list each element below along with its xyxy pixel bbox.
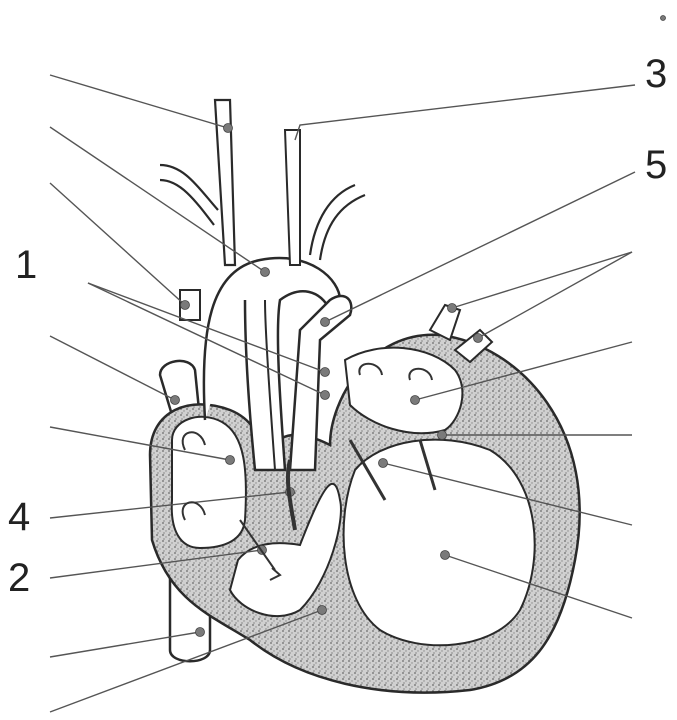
pointer-dot — [448, 304, 457, 313]
pointer-dot — [171, 396, 180, 405]
label-2: 2 — [8, 558, 30, 598]
label-3: 3 — [645, 54, 667, 94]
label-1: 1 — [15, 245, 37, 285]
pointer-dot — [261, 268, 270, 277]
pointer-dot — [318, 606, 327, 615]
pointer-dot — [474, 334, 483, 343]
leader-line — [50, 75, 228, 128]
pointer-dot — [196, 628, 205, 637]
leader-line — [50, 183, 185, 305]
pointer-dot — [226, 456, 235, 465]
pointer-dot — [438, 431, 447, 440]
pointer-dot — [181, 301, 190, 310]
leader-line — [295, 85, 635, 140]
pointer-dot — [379, 459, 388, 468]
pointer-dot — [441, 551, 450, 560]
pointer-dot — [321, 368, 330, 377]
leader-line — [452, 252, 632, 308]
pointer-dot — [321, 391, 330, 400]
leader-line — [50, 336, 175, 400]
pointer-dot — [411, 396, 420, 405]
label-4: 4 — [8, 497, 30, 537]
label-5: 5 — [645, 145, 667, 185]
leader-line — [478, 252, 632, 338]
pointer-dot — [321, 318, 330, 327]
pointer-dot — [661, 16, 666, 21]
pointer-dot — [224, 124, 233, 133]
